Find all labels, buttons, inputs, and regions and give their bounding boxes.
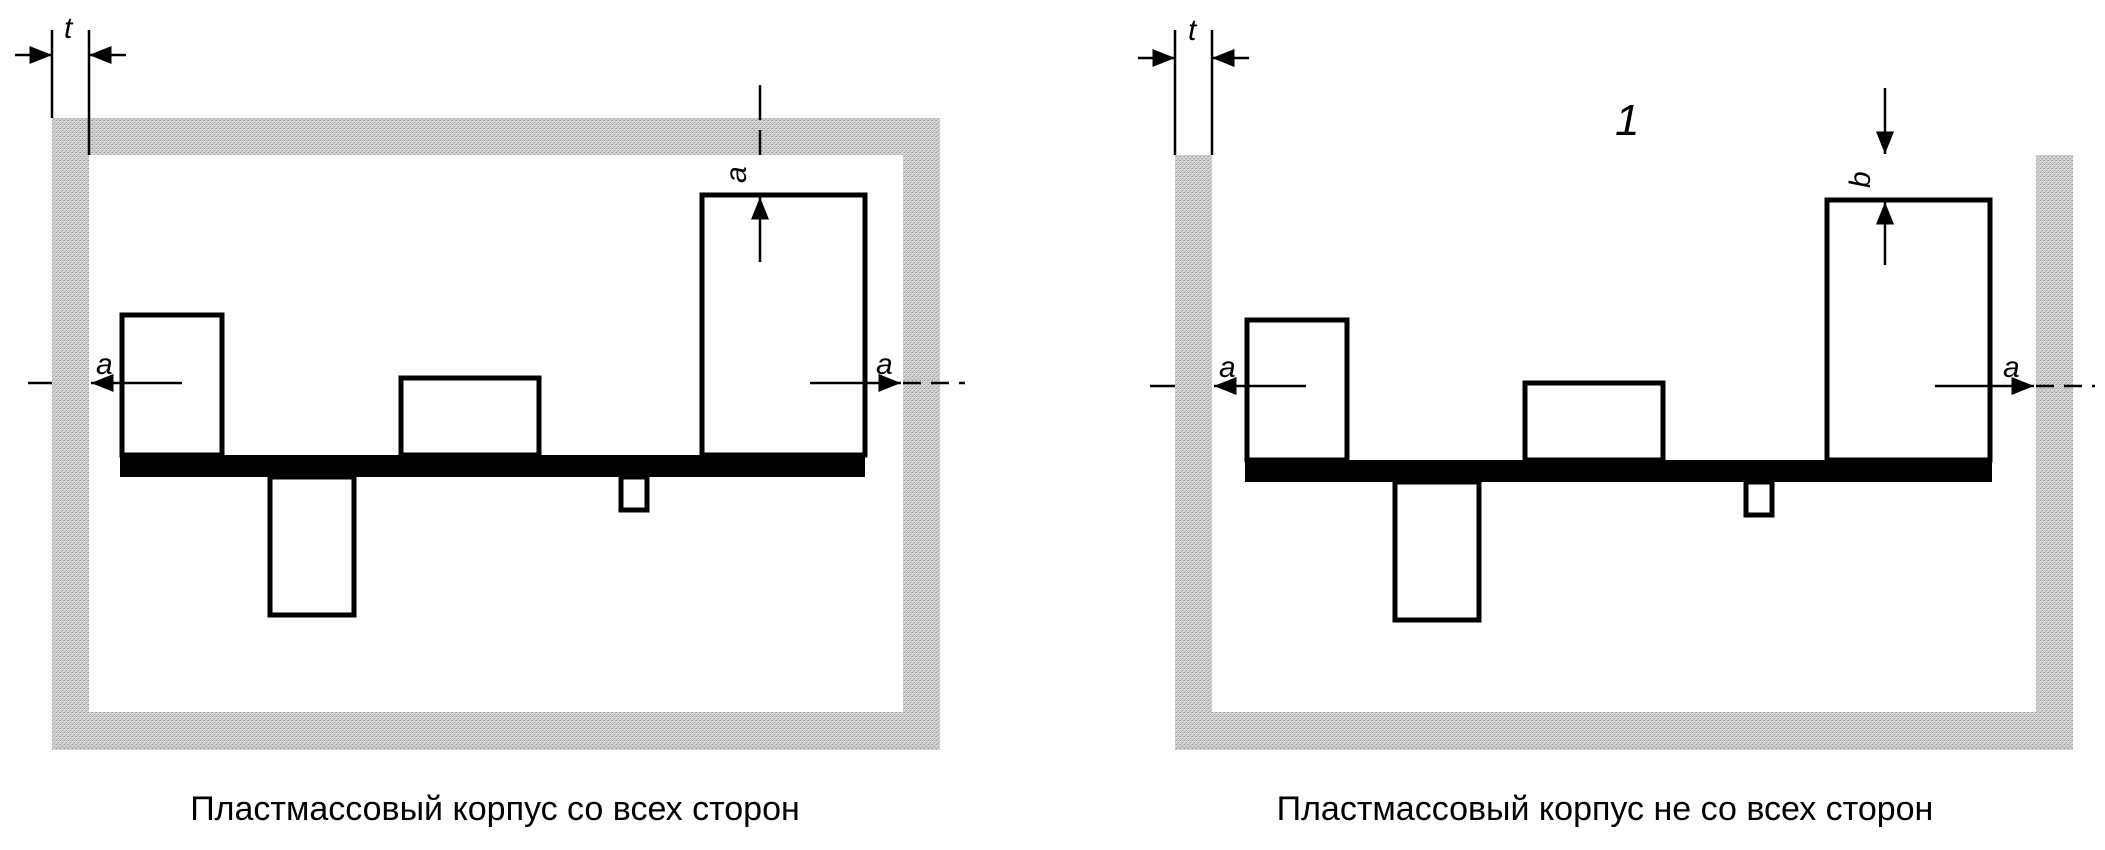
- right-side-clearance-dimension: a: [810, 348, 965, 392]
- right-thickness-dimension: t: [1138, 14, 1249, 155]
- left-caption: Пластмассовый корпус со всех сторон: [190, 790, 800, 828]
- right-top-clearance-label: b: [1844, 171, 1877, 188]
- left-component-below-small: [618, 474, 650, 513]
- right-caption: Пластмассовый корпус не со всех сторон: [1276, 790, 1934, 828]
- right-panel-right-clearance-label: a: [2003, 351, 2020, 384]
- left-component-flat-middle: [398, 375, 542, 458]
- right-component-below-small: [1743, 479, 1775, 518]
- right-component-small-left: [1244, 317, 1350, 463]
- right-panel-left-clearance-label: a: [1219, 351, 1236, 384]
- left-thickness-label: t: [64, 12, 74, 45]
- left-circuit-board: [120, 455, 865, 477]
- left-top-clearance-label: a: [720, 166, 753, 183]
- right-panel-left-clearance-dimension: a: [1150, 351, 1306, 395]
- right-thickness-label: t: [1188, 14, 1198, 47]
- left-thickness-dimension: t: [15, 12, 126, 155]
- right-circuit-board: [1245, 460, 1992, 482]
- left-side-clearance-dimension: a: [28, 348, 182, 392]
- left-component-below-large: [267, 474, 357, 618]
- right-component-tall-right: [1824, 197, 1993, 463]
- right-panel-right-clearance-dimension: a: [1935, 351, 2095, 395]
- left-top-clearance-dimension: a: [720, 85, 769, 262]
- left-panel: t a a a: [15, 12, 965, 750]
- left-component-tall-right: [699, 192, 868, 458]
- right-side-clearance-label: a: [876, 348, 893, 381]
- left-component-small-left: [119, 312, 225, 458]
- right-component-below-large: [1392, 479, 1482, 623]
- right-component-flat-middle: [1522, 380, 1666, 463]
- opening-marker: 1: [1615, 96, 1639, 145]
- left-side-clearance-label: a: [96, 348, 113, 381]
- right-top-clearance-dimension: b: [1844, 88, 1894, 265]
- right-panel: t 1 b a a: [1138, 14, 2095, 750]
